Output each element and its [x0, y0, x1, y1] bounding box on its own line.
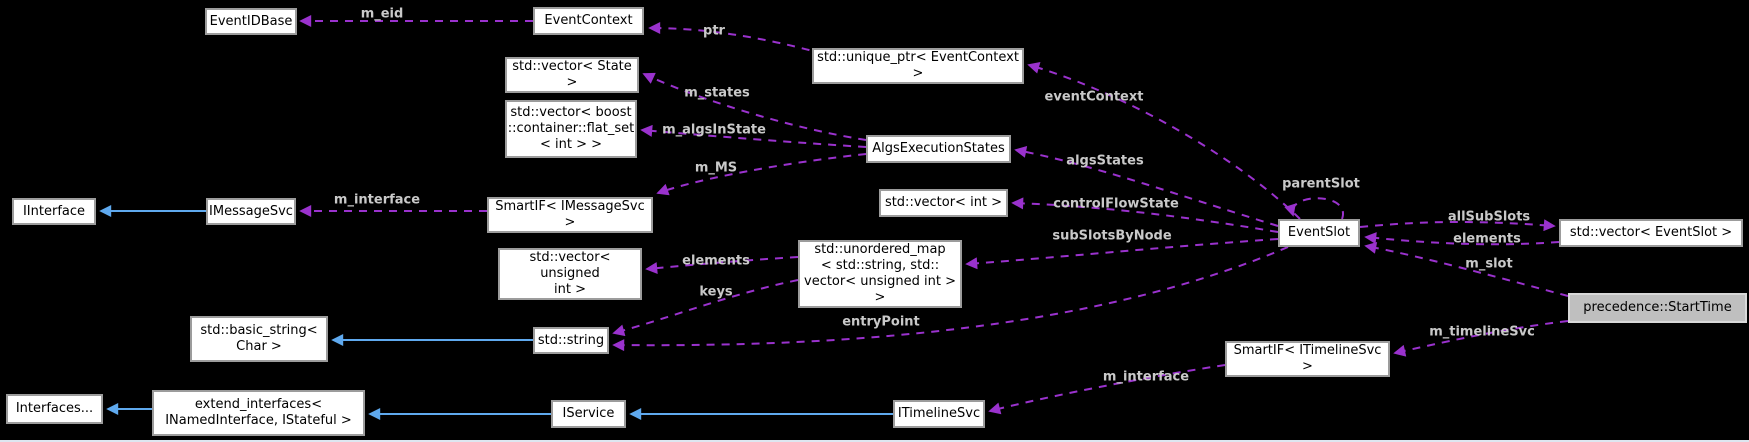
edge-m-timelinesvc — [1393, 320, 1569, 357]
node-iinterface[interactable]: IInterface — [12, 198, 96, 225]
edge-algsstates — [1014, 146, 1279, 227]
edge-label-m-interface-imessagesvc: m_interface — [333, 192, 421, 208]
edge-label-m-timelinesvc: m_timelineSvc — [1429, 324, 1535, 340]
edge-keys — [612, 279, 799, 337]
node-vector-state[interactable]: std::vector< State > — [505, 57, 639, 93]
edge-label-parentslot: parentSlot — [1282, 176, 1360, 192]
node-event-slot[interactable]: EventSlot — [1278, 219, 1360, 247]
edge-subslotsbynode — [965, 238, 1279, 270]
edge-m-interface-itimelinesvc — [988, 364, 1226, 415]
edge-m-algsinstate — [640, 124, 867, 148]
node-vector-int[interactable]: std::vector< int > — [879, 189, 1008, 217]
edge-label-ptr: ptr — [703, 23, 725, 39]
edge-entrypoint — [612, 246, 1289, 352]
edge-label-m-states: m_states — [684, 85, 750, 101]
edge-label-m-slot: m_slot — [1465, 256, 1513, 272]
edge-ptr — [648, 22, 825, 55]
edge-label-m-algsinstate: m_algsInState — [662, 122, 766, 138]
node-event-context[interactable]: EventContext — [533, 7, 644, 35]
edge-label-allsubslots: allSubSlots — [1447, 209, 1531, 225]
node-unique-ptr-event-context[interactable]: std::unique_ptr< EventContext > — [812, 48, 1024, 84]
edge-label-m-ms: m_MS — [694, 160, 738, 176]
edge-allsubslots — [1359, 219, 1556, 232]
node-interfaces[interactable]: Interfaces... — [6, 394, 103, 424]
edge-label-algsstates: algsStates — [1066, 153, 1144, 169]
edge-elements-map — [645, 256, 799, 275]
edge-m-ms — [656, 153, 867, 196]
edge-label-entrypoint: entryPoint — [842, 314, 920, 330]
node-std-string[interactable]: std::string — [533, 327, 609, 354]
node-event-id-base[interactable]: EventIDBase — [205, 8, 297, 35]
node-vector-event-slot[interactable]: std::vector< EventSlot > — [1559, 219, 1743, 247]
edge-m-slot — [1364, 241, 1569, 297]
edge-label-m-eid: m_eid — [360, 6, 404, 22]
node-unordered-map[interactable]: std::unordered_map < std::string, std:: … — [798, 240, 962, 308]
node-itimelinesvc[interactable]: ITimelineSvc — [893, 400, 985, 428]
edge-label-subslotsbynode: subSlotsByNode — [1052, 228, 1172, 244]
edge-label-elements-map: elements — [682, 253, 750, 269]
node-precedence-start-time: precedence::StartTime — [1568, 293, 1747, 323]
edge-label-keys: keys — [699, 284, 733, 300]
node-algs-execution-states[interactable]: AlgsExecutionStates — [866, 135, 1011, 163]
edge-label-m-interface-itimelinesvc: m_interface — [1102, 369, 1190, 385]
edge-m-states — [642, 72, 867, 141]
bottom-edge-strip — [0, 440, 1749, 442]
edge-label-controlflowstate: controlFlowState — [1053, 196, 1179, 212]
node-vector-flat-set-int[interactable]: std::vector< boost ::container::flat_set… — [505, 100, 637, 158]
node-smartif-imessagesvc[interactable]: SmartIF< IMessageSvc > — [487, 197, 653, 233]
node-iservice[interactable]: IService — [551, 400, 626, 428]
node-smartif-itimelinesvc[interactable]: SmartIF< ITimelineSvc > — [1225, 341, 1390, 377]
node-vector-unsigned-int[interactable]: std::vector< unsigned int > — [498, 248, 642, 300]
edge-label-elements-subslots: elements — [1453, 231, 1521, 247]
node-imessagesvc[interactable]: IMessageSvc — [206, 198, 296, 225]
edge-parentslot — [1284, 197, 1344, 220]
node-basic-string[interactable]: std::basic_string< Char > — [190, 316, 328, 362]
edge-label-eventcontext: eventContext — [1044, 89, 1144, 105]
node-extend-interfaces[interactable]: extend_interfaces< INamedInterface, ISta… — [152, 390, 365, 436]
edge-elements-subslots — [1364, 232, 1560, 246]
